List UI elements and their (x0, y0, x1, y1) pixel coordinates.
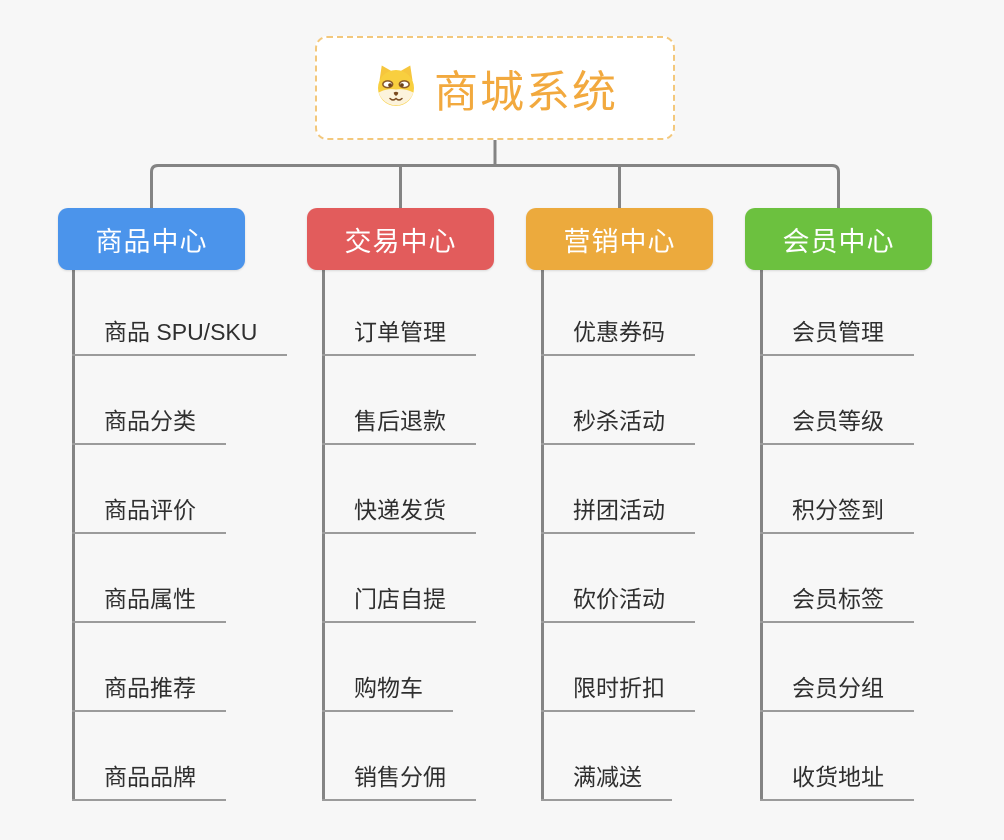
branch-label: 会员中心 (782, 226, 895, 257)
leaf-node[interactable]: 商品推荐 (72, 672, 226, 712)
branch-label: 商品中心 (95, 226, 208, 257)
leaf-node[interactable]: 秒杀活动 (541, 405, 695, 445)
leaf-node[interactable]: 积分签到 (760, 494, 914, 534)
leaf-node[interactable]: 优惠券码 (541, 316, 695, 356)
leaf-node[interactable]: 购物车 (322, 672, 453, 712)
leaf-node[interactable]: 商品 SPU/SKU (72, 316, 288, 356)
leaf-node[interactable]: 销售分佣 (322, 761, 476, 801)
leaf-node[interactable]: 砍价活动 (541, 583, 695, 623)
leaf-node[interactable]: 收货地址 (760, 761, 914, 801)
leaf-node[interactable]: 商品品牌 (72, 761, 226, 801)
root-node[interactable]: 商城系统 (315, 36, 675, 140)
branch-label: 交易中心 (344, 226, 457, 257)
branch-node-product-center[interactable]: 商品中心 (58, 208, 245, 270)
root-title: 商城系统 (434, 68, 618, 117)
leaf-node[interactable]: 商品评价 (72, 494, 226, 534)
leaf-node[interactable]: 商品属性 (72, 583, 226, 623)
leaf-node[interactable]: 售后退款 (322, 405, 476, 445)
leaf-node[interactable]: 快递发货 (322, 494, 476, 534)
leaf-node[interactable]: 商品分类 (72, 405, 226, 445)
leaf-node[interactable]: 会员标签 (760, 583, 914, 623)
leaf-node[interactable]: 门店自提 (322, 583, 476, 623)
leaf-node[interactable]: 会员分组 (760, 672, 914, 712)
leaf-node[interactable]: 会员管理 (760, 316, 914, 356)
leaf-node[interactable]: 限时折扣 (541, 672, 695, 712)
leaf-node[interactable]: 会员等级 (760, 405, 914, 445)
leaf-node[interactable]: 订单管理 (322, 316, 476, 356)
branch-node-trade-center[interactable]: 交易中心 (307, 208, 494, 270)
leaf-node[interactable]: 拼团活动 (541, 494, 695, 534)
leaf-node[interactable]: 满减送 (541, 761, 672, 801)
branch-node-marketing-center[interactable]: 营销中心 (526, 208, 713, 270)
branch-node-member-center[interactable]: 会员中心 (745, 208, 932, 270)
dog-face-icon (372, 64, 420, 112)
branch-label: 营销中心 (563, 226, 676, 257)
